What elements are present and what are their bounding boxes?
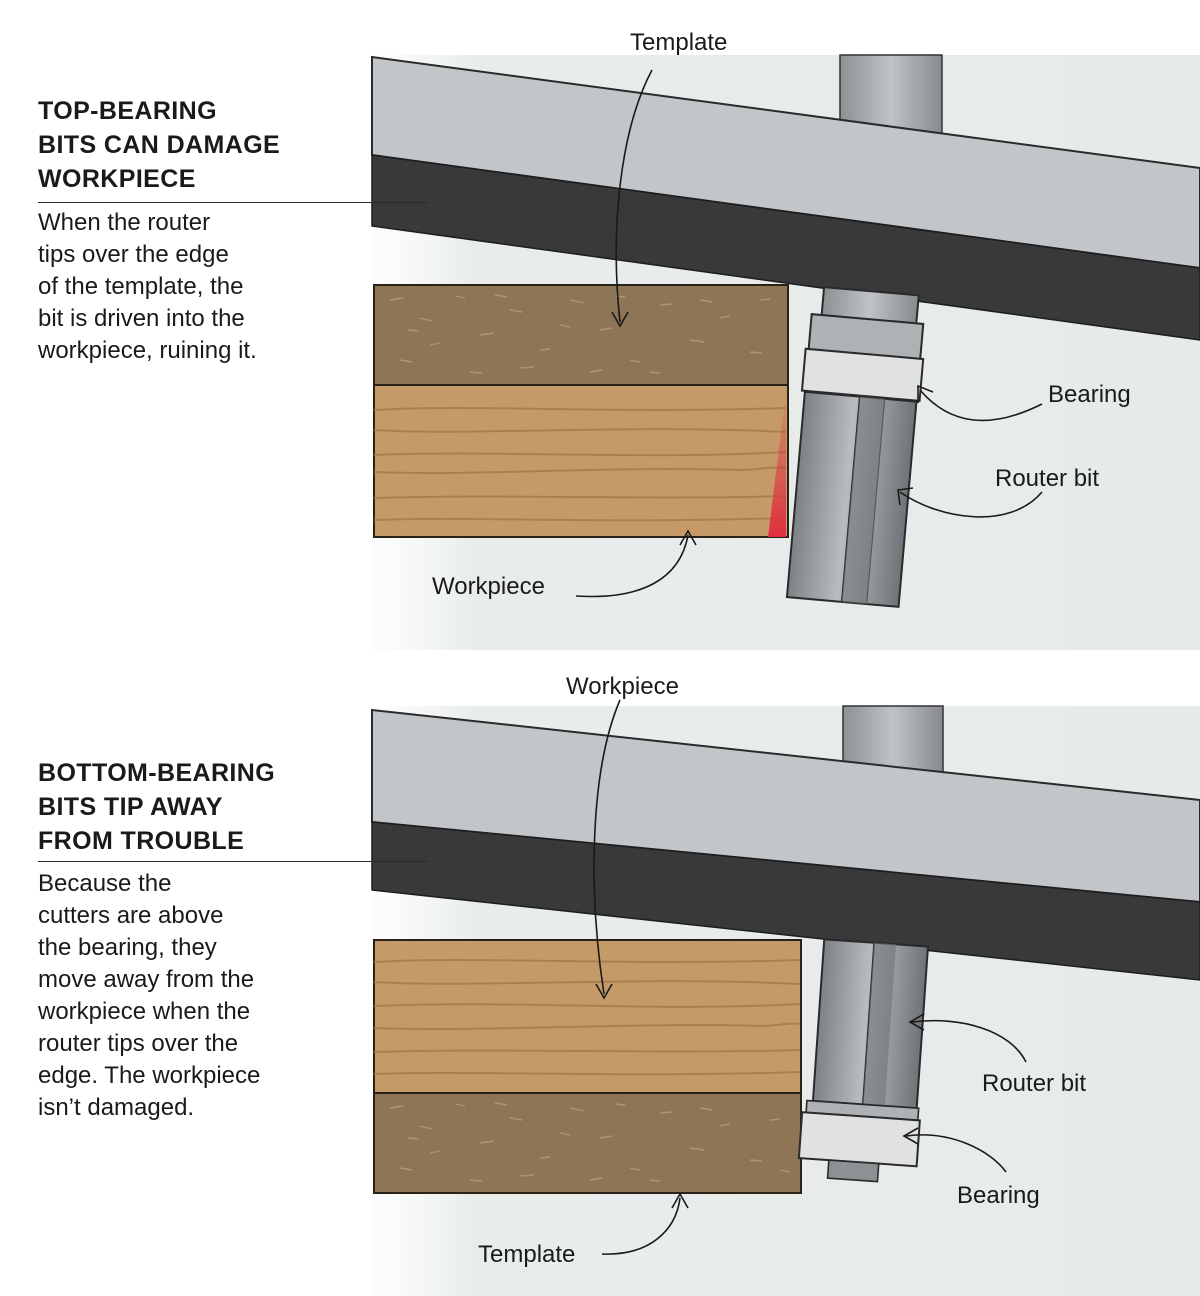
workpiece-board	[373, 939, 802, 1094]
top-bearing-panel: Template Bearing Router bit Workpiece TO…	[38, 29, 1200, 650]
workpiece-arrow	[575, 534, 689, 598]
label-template: Template	[478, 1241, 575, 1268]
top-panel-heading: TOP-BEARING BITS CAN DAMAGE WORKPIECE	[38, 97, 281, 193]
wood-grain-lines	[373, 959, 801, 1076]
bearing-screw	[826, 1159, 880, 1183]
heading-rule	[38, 861, 428, 862]
workpiece-arrow	[593, 699, 621, 995]
template	[373, 1092, 802, 1194]
heading-rule	[38, 202, 428, 203]
label-router-bit: Router bit	[982, 1070, 1086, 1097]
bottom-panel-heading: BOTTOM-BEARING BITS TIP AWAY FROM TROUBL…	[38, 759, 276, 855]
top-panel-body: When the router tips over the edge of th…	[38, 209, 257, 364]
wood-grain-lines	[373, 407, 787, 522]
bearing-arrow	[905, 1134, 1007, 1173]
label-workpiece: Workpiece	[566, 673, 679, 700]
template-board	[373, 284, 789, 386]
label-bearing: Bearing	[1048, 381, 1131, 408]
template-arrow	[615, 69, 653, 323]
router-bit-arrow	[899, 491, 1043, 518]
callout-arrows	[593, 699, 1027, 1255]
bottom-panel-body: Because the cutters are above the bearin…	[38, 870, 261, 1121]
wood-flecks	[389, 294, 771, 374]
damage-zone	[768, 392, 786, 537]
top-bearing-illustration: Template Bearing Router bit Workpiece	[371, 29, 1200, 650]
label-router-bit: Router bit	[995, 465, 1099, 492]
router-bit-assembly	[785, 286, 925, 608]
label-bearing: Bearing	[957, 1182, 1040, 1209]
wood-flecks	[389, 1102, 791, 1182]
bearing	[797, 1111, 921, 1168]
bottom-bearing-panel: Workpiece Router bit Bearing Template BO…	[0, 650, 1200, 1296]
bearing-arrow	[919, 389, 1043, 422]
bottom-bearing-illustration: Workpiece Router bit Bearing Template	[371, 673, 1200, 1296]
router-base	[371, 55, 1200, 270]
template-arrow	[601, 1197, 681, 1255]
router-bit-arrow	[911, 1019, 1027, 1063]
callout-arrows	[575, 69, 1043, 598]
sub-base	[371, 821, 1200, 981]
label-workpiece: Workpiece	[432, 573, 545, 600]
router-bit-assembly	[797, 938, 930, 1183]
router-base	[371, 708, 1200, 904]
label-template: Template	[630, 29, 727, 56]
